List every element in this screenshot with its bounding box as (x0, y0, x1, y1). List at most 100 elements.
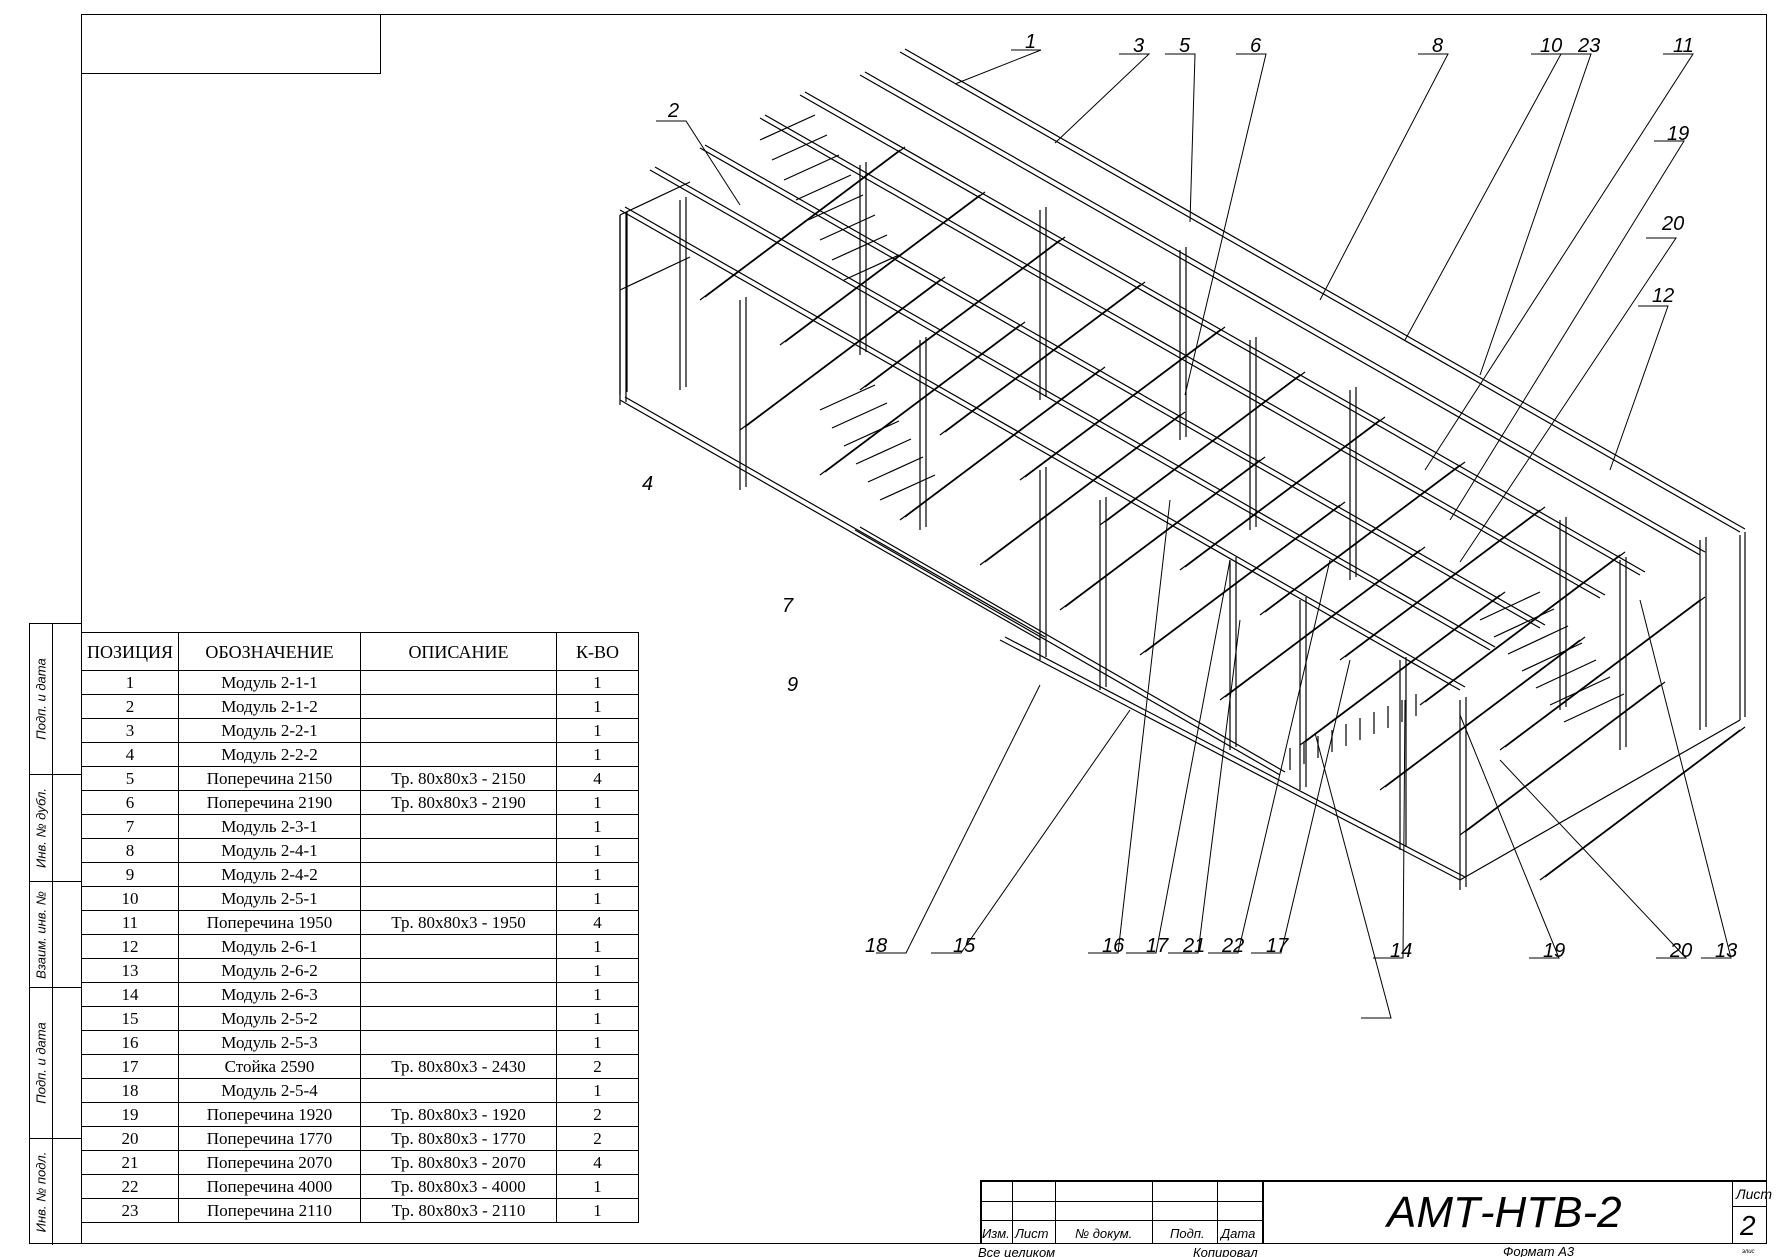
cell-quantity: 1 (556, 1030, 639, 1055)
cell-quantity: 1 (556, 886, 639, 911)
frame-member (1344, 506, 1546, 658)
cell-position: 8 (81, 838, 179, 863)
side-cell-interchange-inv: Взаим. инв. № (30, 882, 82, 988)
frame-member (1024, 326, 1226, 478)
cell-description: Тр. 80х80х3 - 1770 (360, 1126, 557, 1151)
callout-label: 7 (782, 595, 794, 617)
leader-line (1314, 732, 1392, 1019)
cell-designation: Модуль 2-1-1 (178, 670, 361, 695)
leader-line (1499, 759, 1688, 959)
leader-lines (656, 49, 1732, 1019)
cell-quantity: 2 (556, 1102, 639, 1127)
cell-designation: Модуль 2-5-2 (178, 1006, 361, 1031)
cell-designation: Модуль 2-5-1 (178, 886, 361, 911)
frame-member (1004, 636, 1466, 878)
frame-member (859, 239, 1061, 391)
frame-member (1535, 659, 1597, 689)
frame-member (619, 256, 691, 291)
leader-line (1459, 237, 1677, 563)
frame-member (619, 181, 691, 216)
side-cell-sign-date-1: Подп. и дата (30, 624, 82, 775)
tb-col-change: Изм. (982, 1226, 1010, 1241)
frame-member (864, 71, 1706, 553)
frame-member (784, 191, 986, 343)
callout-label: 17 (1266, 935, 1289, 957)
cell-description (360, 838, 557, 863)
leader-line (1459, 714, 1560, 959)
side-cell-dup-inv: Инв. № дубл. (30, 775, 82, 882)
title-block: Изм. Лист № докум. Подп. Дата Лист (980, 1180, 1772, 1244)
callout-label: 9 (787, 674, 798, 696)
frame-member (624, 206, 1466, 688)
frame-member (771, 134, 828, 161)
cell-description: Тр. 80х80х3 - 2150 (360, 766, 557, 791)
frame-member (744, 276, 946, 428)
callout-label: 19 (1543, 940, 1565, 962)
frame-member (1544, 726, 1746, 878)
callout-label: 20 (1669, 940, 1692, 962)
frame-structure (619, 48, 1746, 890)
frame-member (1504, 596, 1706, 748)
frame-member (831, 234, 888, 261)
cell-position: 21 (81, 1150, 179, 1175)
leader-line (1404, 53, 1562, 341)
cell-designation: Модуль 2-5-4 (178, 1078, 361, 1103)
frame-member (1264, 461, 1466, 613)
frame-member (864, 236, 1066, 388)
callout-label: 20 (1661, 213, 1684, 235)
leader-line (1639, 599, 1732, 959)
frame-member (619, 399, 1041, 641)
leader-line (1449, 140, 1685, 521)
cell-designation: Поперечина 2190 (178, 790, 361, 815)
callout-label: 13 (1715, 940, 1737, 962)
frame-member (783, 154, 840, 181)
frame-member (1184, 416, 1386, 568)
frame-member (867, 456, 924, 483)
callout-label: 8 (1432, 35, 1443, 57)
leader-line (1208, 559, 1331, 954)
frame-member (699, 147, 1541, 629)
side-cell-sign-date-2: Подп. и дата (30, 988, 82, 1139)
callout-label: 3 (1133, 35, 1144, 57)
frame-member (807, 194, 864, 221)
callout-label: 21 (1182, 935, 1205, 957)
tb-sheet-label: Лист (1736, 1186, 1773, 1202)
frame-member (1563, 693, 1625, 723)
frame-member (759, 114, 816, 141)
document-designation: АМТ-НТВ-2 (1387, 1188, 1622, 1237)
leader-line (1126, 559, 1231, 954)
cell-designation: Модуль 2-1-2 (178, 694, 361, 719)
frame-member (899, 51, 1741, 533)
cell-quantity: 1 (556, 814, 639, 839)
frame-member (1144, 501, 1346, 653)
frame-member (795, 174, 852, 201)
frame-member (824, 321, 1026, 473)
frame-member (984, 411, 1186, 563)
callout-label: 19 (1667, 123, 1689, 145)
leader-line (1424, 53, 1694, 471)
tb-col-sheet: Лист (1015, 1226, 1049, 1241)
callout-label: 22 (1221, 935, 1244, 957)
frame-member (1064, 456, 1266, 608)
leader-line (656, 120, 741, 206)
cell-designation: Модуль 2-3-1 (178, 814, 361, 839)
cell-designation: Поперечина 2110 (178, 1198, 361, 1223)
leader-line (876, 684, 1041, 954)
frame-member (704, 146, 906, 298)
leader-line (1054, 53, 1151, 144)
cell-quantity: 1 (556, 862, 639, 887)
callout-label: 23 (1577, 35, 1600, 57)
side-strip: Подп. и дата Инв. № дубл. Взаим. инв. № … (29, 623, 82, 1245)
drawing-frame (81, 14, 1767, 1244)
frame-member (1104, 371, 1306, 523)
header-description: ОПИСАНИЕ (360, 632, 557, 671)
side-cell-orig-inv: Инв. № подл. (30, 1139, 82, 1245)
cell-quantity: 1 (556, 838, 639, 863)
cell-quantity: 4 (556, 766, 639, 791)
